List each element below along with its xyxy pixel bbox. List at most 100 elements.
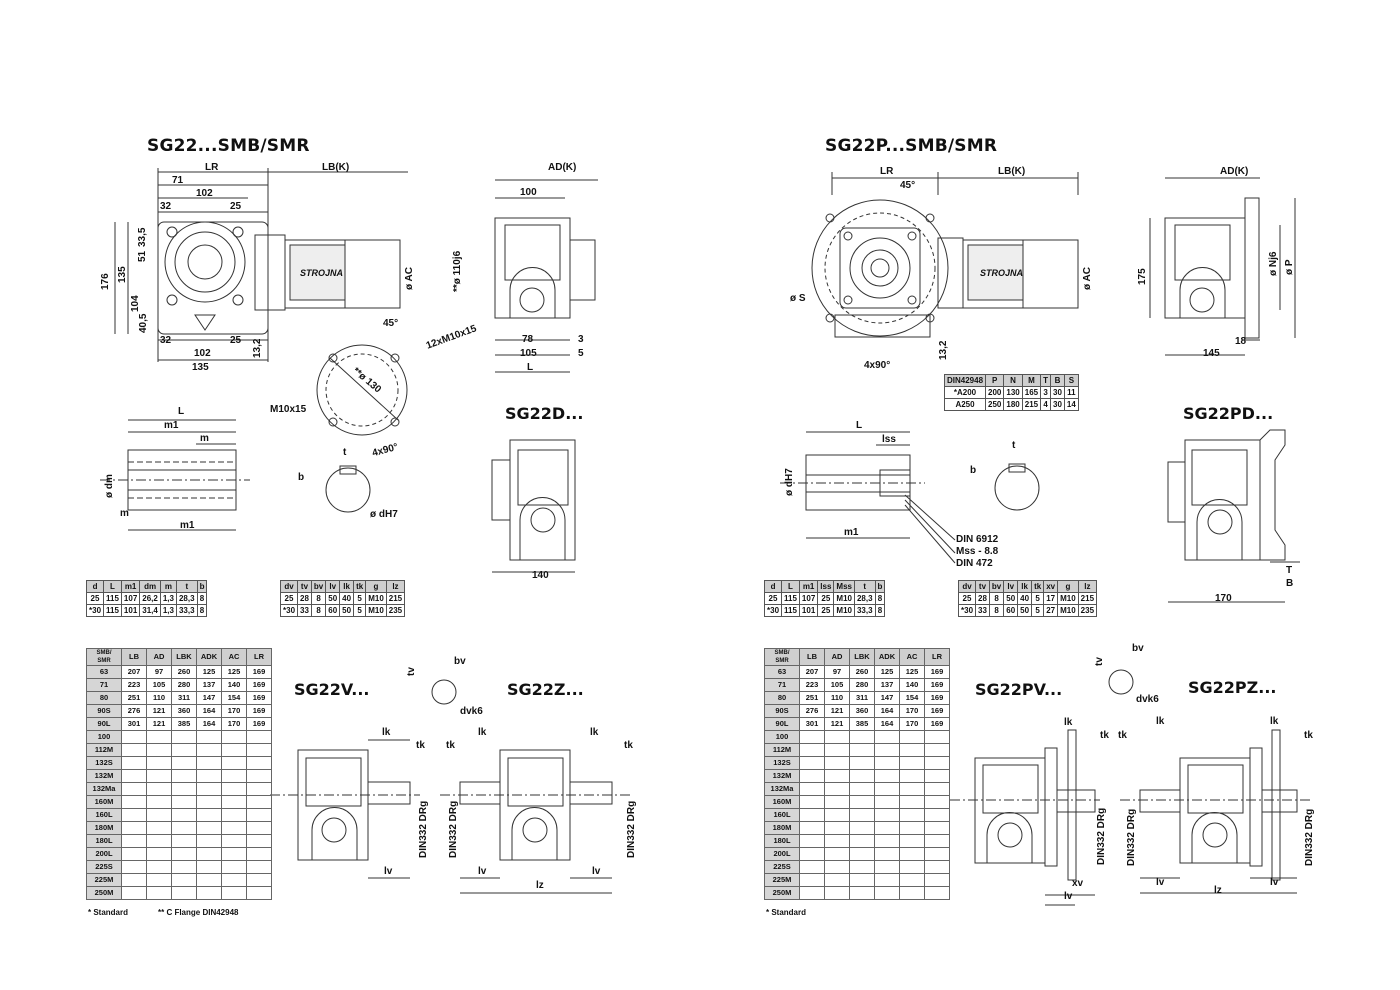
sg22v-din: DIN332 DRg <box>418 800 429 858</box>
sg22v-lk: lk <box>382 727 391 738</box>
cell <box>196 808 222 822</box>
cell <box>221 834 247 848</box>
th: ADK <box>196 648 222 666</box>
cell <box>799 769 825 783</box>
cell: 180L <box>764 834 800 848</box>
dim-m10x15: M10x15 <box>270 404 307 415</box>
cell: *30 <box>763 604 783 617</box>
r-dim-145: 145 <box>1203 348 1220 359</box>
shaft-m-b: m <box>120 508 129 519</box>
th: lz <box>385 580 406 593</box>
cell: 311 <box>171 691 197 705</box>
dim-100: 100 <box>520 187 537 198</box>
table-header-row: dv tv bv lv lk tk g lz <box>279 580 406 593</box>
th: g <box>1057 580 1079 593</box>
table-row: 225M <box>86 873 272 887</box>
cell <box>246 730 272 744</box>
cell: 8 <box>196 604 208 617</box>
cell <box>246 808 272 822</box>
cell: 115 <box>103 592 122 605</box>
sg22v-dvk6: dvk6 <box>460 706 483 717</box>
cell: 115 <box>781 592 800 605</box>
cell <box>146 873 172 887</box>
r-dim-45: 45° <box>900 180 916 191</box>
cell: 223 <box>799 678 825 692</box>
cell <box>824 756 850 770</box>
cell: 8 <box>988 604 1005 617</box>
cell <box>874 873 900 887</box>
cell <box>824 782 850 796</box>
cell: 132Ma <box>764 782 800 796</box>
cell <box>171 756 197 770</box>
cell <box>121 847 147 861</box>
sg22z-title: SG22Z... <box>507 680 584 699</box>
cell: 27 <box>1043 604 1059 617</box>
cell: 60 <box>325 604 341 617</box>
th: L <box>781 580 800 593</box>
table-row: 180L <box>86 834 272 848</box>
cell: 169 <box>246 665 272 679</box>
cell: 60 <box>1003 604 1019 617</box>
cell <box>899 743 925 757</box>
cell <box>221 782 247 796</box>
table-row: 180M <box>764 821 950 835</box>
dim-135-v: 135 <box>117 266 128 283</box>
th: Mss <box>833 580 855 593</box>
cell: 8 <box>874 604 886 617</box>
cell: 169 <box>246 691 272 705</box>
note-flange: ** C Flange DIN42948 <box>158 908 239 917</box>
cell <box>221 873 247 887</box>
th: m <box>159 580 177 593</box>
cell: 25 <box>957 592 977 605</box>
dim-32-b: 32 <box>160 335 172 346</box>
cell: 50 <box>339 604 355 617</box>
dim-l: L <box>527 362 534 373</box>
shaft-m1: m1 <box>164 420 179 431</box>
cell <box>171 860 197 874</box>
cell: 5 <box>1031 592 1045 605</box>
cell <box>121 808 147 822</box>
cell <box>196 860 222 874</box>
cell: 90S <box>86 704 122 718</box>
cell: 31,4 <box>139 604 161 617</box>
th: dv <box>957 580 977 593</box>
cell: 160L <box>86 808 122 822</box>
table-row: 160M <box>86 795 272 809</box>
cell: M10 <box>833 592 855 605</box>
cell: 121 <box>146 704 172 718</box>
cell: 169 <box>924 691 950 705</box>
th: SMB/ SMR <box>764 648 800 666</box>
cell: 100 <box>764 730 800 744</box>
cell: 100 <box>86 730 122 744</box>
cell: 28 <box>975 592 990 605</box>
th: lv <box>1003 580 1019 593</box>
cell <box>171 808 197 822</box>
cell: 130 <box>1003 386 1023 399</box>
cell <box>146 795 172 809</box>
cell: 115 <box>781 604 800 617</box>
sg22pv-tk: tk <box>1100 730 1109 741</box>
cell <box>171 886 197 900</box>
sg22z-lk: lk <box>478 727 487 738</box>
cell: 25 <box>817 604 835 617</box>
th: N <box>1003 374 1023 387</box>
cell: M10 <box>365 592 387 605</box>
cell: 360 <box>849 704 875 718</box>
table-row: 112M <box>86 743 272 757</box>
cell: 33,3 <box>175 604 198 617</box>
cell <box>874 756 900 770</box>
th: g <box>365 580 387 593</box>
r-dim-4x90: 4x90° <box>864 360 891 371</box>
cell <box>146 756 172 770</box>
cell <box>799 860 825 874</box>
cell <box>899 795 925 809</box>
sg22pz-tk2: tk <box>1304 730 1313 741</box>
dim-110j6: **ø 110j6 <box>452 250 463 292</box>
cell <box>899 756 925 770</box>
cell: 276 <box>799 704 825 718</box>
cell <box>924 743 950 757</box>
cell <box>824 795 850 809</box>
table-row: 200L <box>86 847 272 861</box>
